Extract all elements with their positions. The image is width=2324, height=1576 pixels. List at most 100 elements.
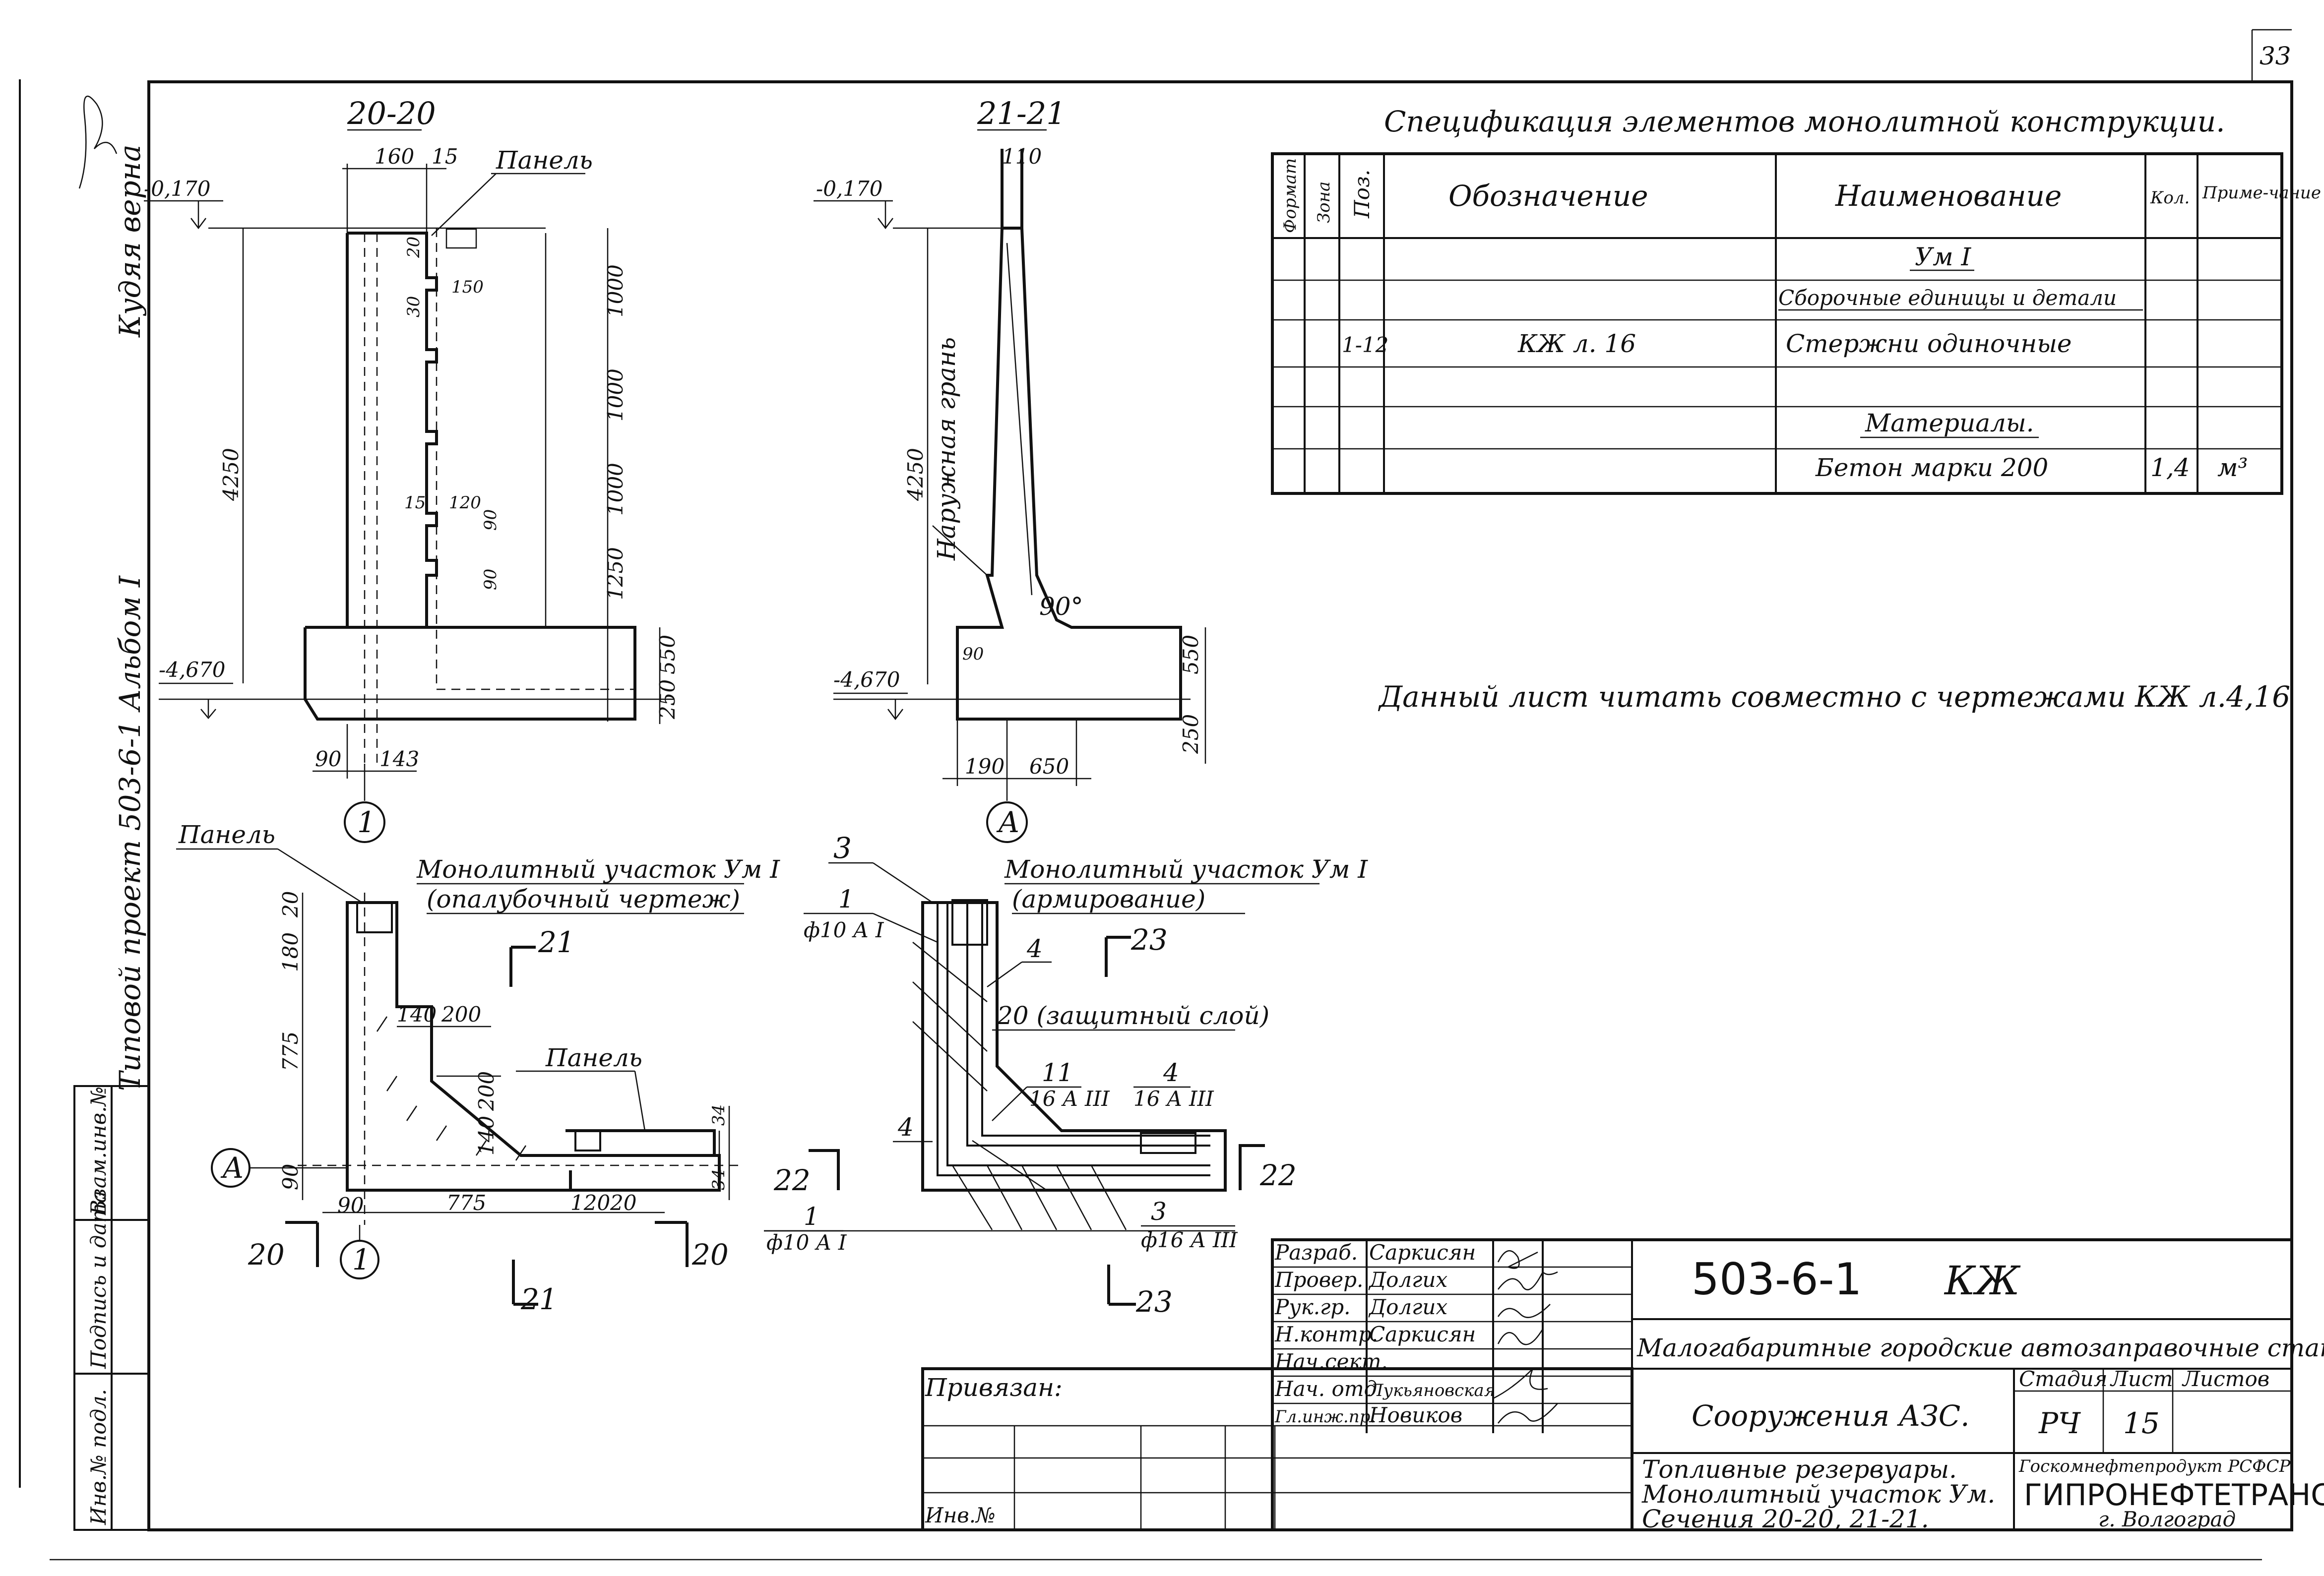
- svg-text:34: 34: [709, 1169, 729, 1190]
- svg-text:22: 22: [1259, 1158, 1297, 1192]
- spec-h-pos: Поз.: [1350, 170, 1374, 219]
- svg-text:150: 150: [451, 277, 484, 297]
- role-label: Рук.гр.: [1274, 1295, 1351, 1319]
- svg-text:250: 250: [655, 679, 680, 720]
- spec-h-qty: Кол.: [2150, 188, 2190, 208]
- role-label: Провер.: [1274, 1268, 1363, 1292]
- elev-top-2: -0,170: [816, 177, 882, 201]
- col-sign: Подпись и дата: [86, 1191, 111, 1369]
- svg-text:20: 20: [691, 1238, 729, 1272]
- sheet-header: Лист: [2110, 1367, 2173, 1391]
- svg-text:ф10 А I: ф10 А I: [804, 918, 884, 942]
- spec-row-name: Бетон марки 200: [1815, 453, 2048, 482]
- sheet-value: 15: [2123, 1406, 2160, 1440]
- org-line-1: Гоcкомнефтепродукт РСФСР: [2018, 1456, 2291, 1476]
- role-label: Н.контр.: [1274, 1322, 1378, 1346]
- svg-text:90: 90: [481, 569, 501, 590]
- svg-text:22: 22: [773, 1163, 811, 1197]
- svg-text:4250: 4250: [219, 448, 243, 501]
- role-label: Нач. отд: [1274, 1377, 1377, 1401]
- svg-text:3: 3: [833, 831, 852, 865]
- building-name: Сооружения АЗС.: [1692, 1399, 1970, 1433]
- org-line-3: г. Волгоград: [2098, 1507, 2236, 1531]
- role-name: Новиков: [1369, 1403, 1462, 1427]
- outer-face-label: Наружная грань: [932, 337, 961, 561]
- bound-label: Привязан:: [925, 1373, 1063, 1402]
- plan-reinforcement: Монолитный участок Ум I (армирование) 3 …: [764, 831, 1368, 1319]
- svg-text:550: 550: [1179, 635, 1203, 674]
- spec-table: Спецификация элементов монолитной констр…: [1271, 105, 2321, 495]
- role-label: Разраб.: [1274, 1240, 1358, 1265]
- axis-A: А: [996, 805, 1020, 839]
- spec-row-name: Материалы.: [1865, 409, 2034, 437]
- role-name: Долгих: [1368, 1295, 1447, 1319]
- section-20-20: 20-20 Панель -0,170 -4,670 160 15 1000 1…: [144, 95, 680, 843]
- svg-text:20 (защитный слой): 20 (защитный слой): [997, 1001, 1269, 1030]
- svg-text:4: 4: [897, 1113, 914, 1142]
- svg-text:140: 140: [474, 1116, 499, 1155]
- stage-value: РЧ: [2038, 1406, 2081, 1440]
- svg-text:23: 23: [1135, 1285, 1173, 1319]
- spec-h-name: Наименование: [1835, 179, 2062, 213]
- svg-text:ф10 А I: ф10 А I: [766, 1230, 847, 1255]
- svg-text:90: 90: [337, 1193, 364, 1217]
- role-name: Саркисян: [1369, 1322, 1476, 1346]
- svg-text:30: 30: [404, 296, 424, 317]
- spec-row-name: Ум I: [1915, 242, 1971, 271]
- plan-axis-1: 1: [352, 1243, 371, 1276]
- svg-text:4250: 4250: [903, 448, 928, 501]
- svg-text:775: 775: [278, 1031, 303, 1071]
- stage-header: Стадия: [2019, 1367, 2107, 1391]
- plan-reinf-title2: (армирование): [1012, 885, 1205, 913]
- spec-h-designation: Обозначение: [1448, 179, 1648, 213]
- svg-text:1250: 1250: [603, 547, 628, 600]
- sheets-header: Листов: [2182, 1367, 2269, 1391]
- svg-text:200: 200: [474, 1071, 499, 1111]
- copied-label: Кудяя верна: [113, 144, 147, 338]
- col-inv: Инв.№ подл.: [86, 1389, 111, 1525]
- panel-label: Панель: [496, 146, 593, 175]
- project-label: Типовой проект 503-6-1 Альбом I: [113, 575, 147, 1091]
- svg-text:23: 23: [1131, 923, 1168, 957]
- svg-text:160: 160: [375, 144, 414, 169]
- svg-text:90: 90: [315, 747, 341, 771]
- panel-label-2: Панель: [178, 820, 275, 849]
- svg-text:4: 4: [1026, 934, 1043, 963]
- doc-mark: КЖ: [1944, 1258, 2021, 1304]
- spec-row-note: м³: [2217, 453, 2248, 482]
- plan-axis-A: А: [220, 1151, 244, 1185]
- object-name: Малогабаритные городские автозаправочные…: [1636, 1334, 2324, 1362]
- svg-text:34: 34: [709, 1104, 729, 1126]
- handwritten-signatures: [1493, 1250, 1558, 1424]
- svg-text:20: 20: [278, 891, 303, 918]
- doc-code: 503-6-1: [1692, 1254, 1862, 1305]
- svg-text:11: 11: [1042, 1058, 1073, 1087]
- spec-h-note: Приме-чание: [2202, 183, 2321, 203]
- svg-text:775: 775: [446, 1191, 486, 1215]
- sheet-desc-3: Сечения 20-20, 21-21.: [1642, 1505, 1929, 1533]
- svg-text:15: 15: [404, 493, 426, 513]
- svg-text:90: 90: [481, 509, 501, 531]
- plan-reinf-title1: Монолитный участок Ум I: [1004, 855, 1368, 884]
- svg-text:16 А III: 16 А III: [1133, 1087, 1214, 1111]
- svg-text:1000: 1000: [603, 463, 628, 516]
- panel-label-3: Панель: [545, 1043, 642, 1072]
- spec-row-qty: 1,4: [2150, 453, 2190, 482]
- section-21-21: 21-21 110 -0,170 Наружная грань 90° 90 4…: [814, 95, 1206, 843]
- elev-top: -0,170: [144, 177, 210, 201]
- svg-text:ф16 А III: ф16 А III: [1141, 1228, 1238, 1252]
- svg-text:140: 140: [397, 1002, 437, 1027]
- svg-text:120: 120: [449, 493, 481, 513]
- axis-1: 1: [357, 805, 376, 839]
- role-label: Гл.инж.пр.: [1274, 1407, 1376, 1427]
- svg-text:16 А III: 16 А III: [1029, 1087, 1110, 1111]
- plan-form-title1: Монолитный участок Ум I: [416, 855, 780, 884]
- svg-text:20: 20: [248, 1238, 285, 1272]
- svg-text:1000: 1000: [603, 368, 628, 422]
- svg-text:15: 15: [432, 144, 458, 169]
- copy-signature: [78, 95, 118, 189]
- role-name: Саркисян: [1369, 1240, 1476, 1265]
- spec-row-designation: КЖ л. 16: [1517, 329, 1636, 358]
- svg-text:550: 550: [655, 635, 680, 674]
- section-20-20-title: 20-20: [347, 95, 436, 131]
